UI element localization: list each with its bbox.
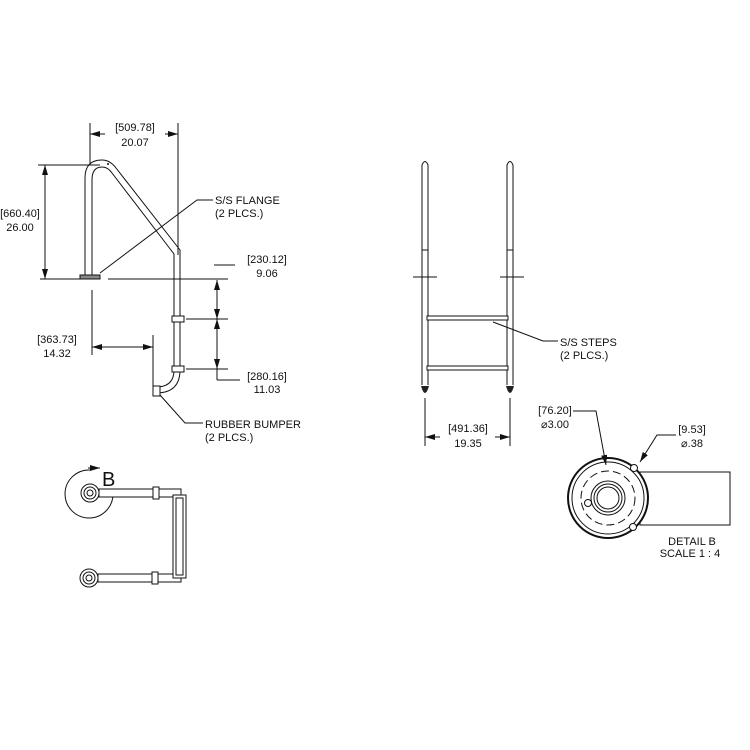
step-plan-inner	[175, 497, 184, 576]
step-upper	[426, 315, 509, 321]
rail-top	[98, 488, 182, 498]
hole-dia-in: ⌀.38	[681, 438, 703, 450]
bumper-note-1: RUBBER BUMPER	[205, 419, 301, 431]
outer-dia-in: ⌀3.00	[541, 419, 569, 431]
bumper-leader	[159, 394, 203, 424]
bolt-hole	[630, 464, 638, 472]
rubber-bumper	[152, 385, 161, 397]
flange-inner	[86, 489, 94, 497]
step-plan	[172, 494, 187, 579]
bolt-hole	[629, 523, 637, 531]
dia-leader	[573, 410, 608, 466]
step-lower-in: 11.03	[254, 384, 281, 396]
flange-note-2: (2 PLCS.)	[215, 208, 263, 220]
step-bracket-lower	[171, 365, 185, 373]
flange-inner	[85, 574, 93, 582]
detail-marker: B	[102, 469, 115, 491]
handrail	[84, 159, 181, 394]
front-width-in: 19.35	[454, 438, 482, 450]
width-dim-in: 20.07	[121, 137, 149, 149]
hole-leader	[639, 434, 676, 463]
rail-collar	[152, 486, 160, 500]
flange	[79, 274, 101, 280]
detail-scale: SCALE 1 : 4	[660, 548, 721, 560]
reach-dim-in: 14.32	[43, 348, 71, 360]
detail-circle	[64, 469, 114, 519]
flange-leader	[99, 199, 213, 274]
step-upper-mm: [230.12]	[247, 254, 287, 266]
rail-bottom	[97, 573, 182, 583]
step-bracket-upper	[171, 315, 185, 323]
height-dim-mm: [660.40]	[0, 208, 40, 220]
bolt-circle	[580, 470, 636, 526]
bumper-left	[421, 386, 429, 393]
front-width-mm: [491.36]	[448, 423, 488, 435]
bumper-note-2: (2 PLCS.)	[205, 432, 253, 444]
steps-note-1: S/S STEPS	[560, 337, 617, 349]
detail-flange-ring	[571, 461, 645, 535]
detail-bore-mid	[593, 483, 623, 513]
outer-dia-mm: [76.20]	[538, 405, 572, 417]
flange-mid	[83, 486, 97, 500]
steps-leader	[492, 321, 558, 342]
handrail-dot	[107, 163, 109, 165]
detail-bore-inner	[596, 486, 620, 510]
hole-dia-mm: [9.53]	[678, 424, 706, 436]
step-upper-in: 9.06	[256, 268, 277, 280]
flange-mid	[82, 571, 96, 585]
rail-right	[506, 161, 514, 385]
bolt-hole	[584, 499, 592, 507]
top-view: B	[64, 465, 187, 588]
step-lower-mm: [280.16]	[247, 371, 287, 383]
detail-bore-outer	[590, 480, 626, 516]
step-lower	[426, 365, 509, 371]
width-dim-mm: [509.78]	[115, 122, 155, 134]
rail-collar	[151, 571, 159, 585]
side-view: [509.78] 20.07 [660.40] 26.00 S/S FLANGE…	[0, 122, 301, 444]
reach-dim-mm: [363.73]	[37, 334, 77, 346]
steps-note-2: (2 PLCS.)	[560, 350, 608, 362]
detail-b: [76.20] ⌀3.00 [9.53] ⌀.38 DETAIL B SCALE…	[538, 405, 731, 560]
height-dim-in: 26.00	[6, 222, 34, 234]
detail-flange-outer	[567, 457, 649, 539]
detail-title: DETAIL B	[668, 536, 716, 548]
bumper-right	[506, 386, 514, 393]
detail-tube	[639, 471, 731, 526]
front-view: S/S STEPS (2 PLCS.) [491.36] 19.35	[413, 161, 617, 450]
flange-note-1: S/S FLANGE	[215, 195, 280, 207]
rail-left	[421, 161, 429, 385]
